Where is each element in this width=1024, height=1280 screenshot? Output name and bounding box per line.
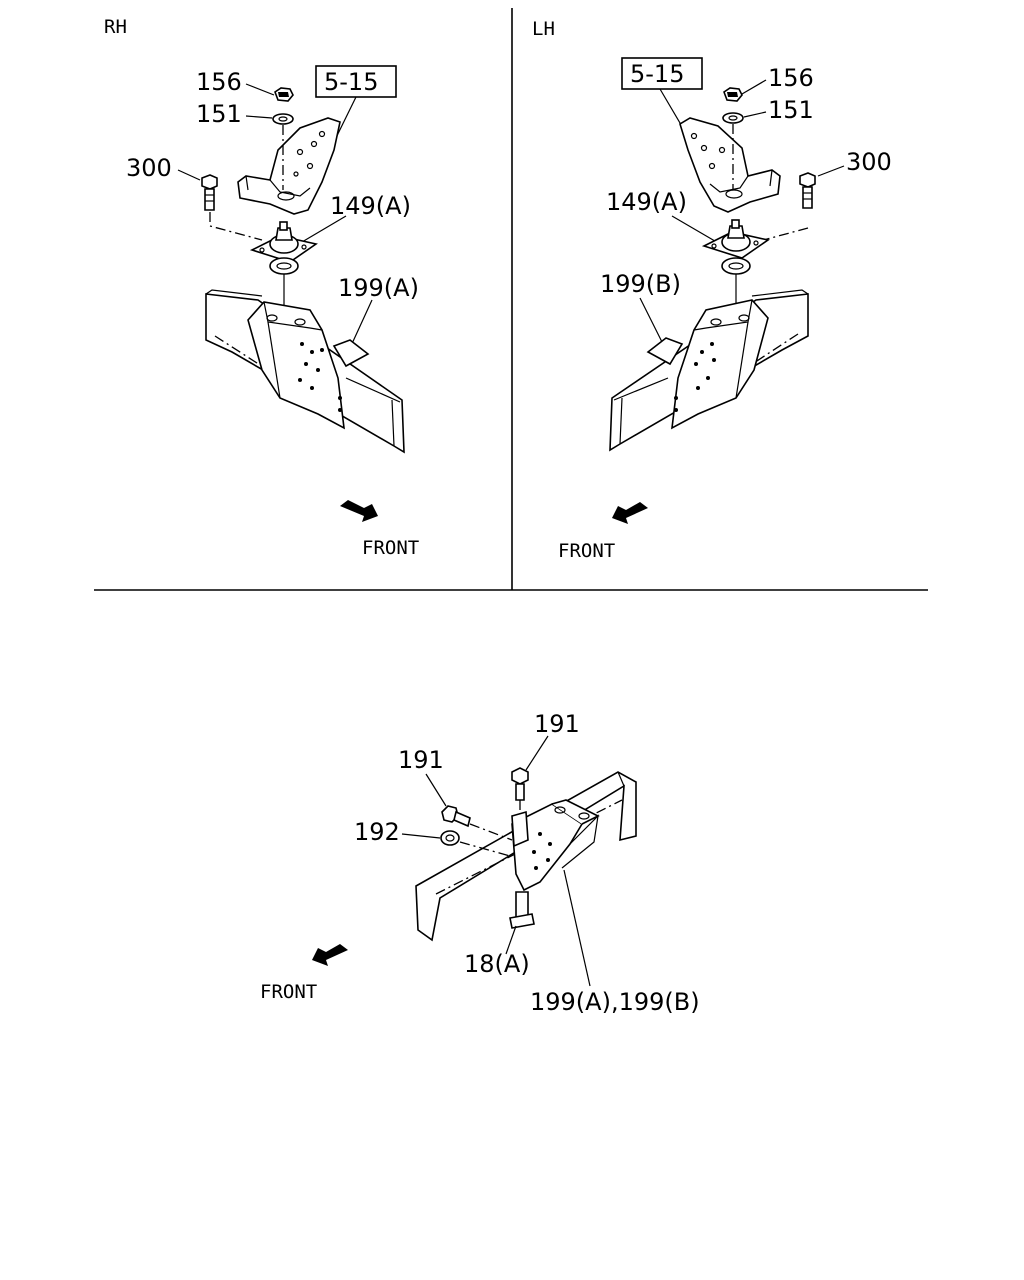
- lh-label-156: 156: [768, 64, 814, 92]
- bottom-label-191-top: 191: [534, 710, 580, 738]
- bottom-nut-icon: [440, 830, 460, 846]
- bottom-label-191-side: 191: [398, 746, 444, 774]
- rh-panel: RH 5-15 156 151: [104, 16, 419, 559]
- rh-bolt-icon: [201, 174, 218, 211]
- lh-washer-icon: [722, 112, 744, 124]
- lh-engine-bracket: [679, 117, 781, 213]
- bottom-label-199ab: 199(A),199(B): [530, 988, 700, 1016]
- bottom-label-18a: 18(A): [464, 950, 530, 978]
- lh-label-149a: 149(A): [606, 188, 687, 216]
- rh-washer-icon: [272, 113, 294, 125]
- lh-ref-box: [621, 57, 703, 90]
- lh-engine-mount: [701, 219, 770, 275]
- bottom-panel: 191 191 192: [260, 710, 700, 1016]
- bottom-label-192: 192: [354, 818, 400, 846]
- bottom-mount-bracket: [511, 799, 600, 892]
- bottom-plate-icon: [509, 891, 535, 929]
- lh-front-arrow-icon: [612, 502, 648, 524]
- lh-label-199b: 199(B): [600, 270, 681, 298]
- rh-label-300: 300: [126, 154, 172, 182]
- bottom-bolt-top-icon: [511, 767, 529, 801]
- lh-nut-icon: [723, 87, 743, 102]
- lh-ref-box-label: 5-15: [630, 60, 684, 88]
- rh-front-arrow-icon: [340, 500, 378, 522]
- rh-mount-bracket: [247, 301, 370, 430]
- rh-nut-icon: [274, 87, 294, 102]
- lh-mount-bracket: [646, 299, 769, 430]
- lh-side-label: LH: [532, 18, 555, 40]
- lh-label-151: 151: [768, 96, 814, 124]
- rh-engine-mount: [249, 221, 318, 275]
- lh-bolt-icon: [799, 172, 816, 209]
- rh-ref-box-label: 5-15: [324, 68, 378, 96]
- bottom-bolt-side-icon: [441, 805, 471, 828]
- rh-side-label: RH: [104, 16, 127, 38]
- rh-label-151: 151: [196, 100, 242, 128]
- rh-label-149a: 149(A): [330, 192, 411, 220]
- rh-front-label: FRONT: [362, 537, 419, 559]
- rh-label-199a: 199(A): [338, 274, 419, 302]
- lh-panel: LH 5-15 156 151 300: [532, 18, 892, 562]
- lh-label-300: 300: [846, 148, 892, 176]
- lh-front-label: FRONT: [558, 540, 615, 562]
- bottom-front-label: FRONT: [260, 981, 317, 1003]
- rh-engine-bracket: [237, 117, 341, 215]
- rh-label-156: 156: [196, 68, 242, 96]
- bottom-front-arrow-icon: [312, 944, 348, 966]
